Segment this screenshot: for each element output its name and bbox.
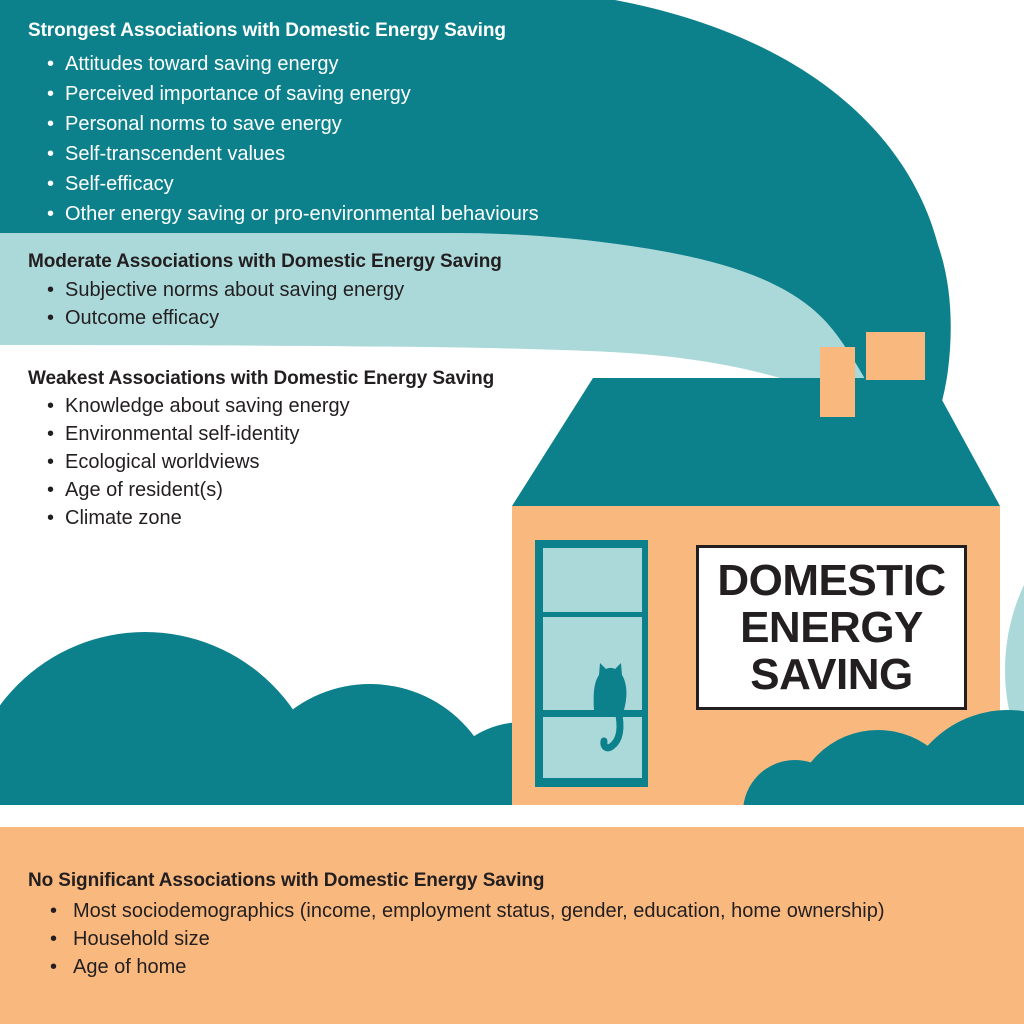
chimney-left	[820, 347, 855, 417]
list-item: Subjective norms about saving energy	[28, 276, 502, 304]
list-item: Climate zone	[28, 504, 494, 532]
house-roof	[512, 378, 1000, 506]
list-item: Age of home	[28, 953, 885, 981]
window-pane-middle	[543, 617, 642, 710]
list-item: Environmental self-identity	[28, 420, 494, 448]
house-sign-line: SAVING	[750, 650, 913, 699]
section-weakest: Weakest Associations with Domestic Energ…	[28, 366, 494, 532]
list-item: Attitudes toward saving energy	[28, 49, 539, 79]
list-item: Ecological worldviews	[28, 448, 494, 476]
section-no-significant-heading: No Significant Associations with Domesti…	[28, 870, 545, 891]
section-moderate-list: Subjective norms about saving energy Out…	[28, 276, 502, 332]
chimney-right	[866, 332, 925, 380]
list-item: Other energy saving or pro-environmental…	[28, 199, 539, 229]
list-item: Self-efficacy	[28, 169, 539, 199]
house-sign-line: DOMESTIC	[717, 556, 946, 605]
house-sign-line: ENERGY	[740, 603, 923, 652]
section-moderate: Moderate Associations with Domestic Ener…	[28, 249, 502, 332]
list-item: Most sociodemographics (income, employme…	[28, 897, 885, 925]
section-no-significant-list: Most sociodemographics (income, employme…	[28, 897, 885, 981]
list-item: Outcome efficacy	[28, 304, 502, 332]
list-item: Knowledge about saving energy	[28, 392, 494, 420]
section-strongest-heading: Strongest Associations with Domestic Ene…	[28, 20, 506, 41]
list-item: Self-transcendent values	[28, 139, 539, 169]
window-pane-bottom	[543, 717, 642, 778]
section-weakest-heading: Weakest Associations with Domestic Energ…	[28, 368, 495, 389]
window-pane-top	[543, 548, 642, 612]
section-strongest: Strongest Associations with Domestic Ene…	[28, 18, 539, 229]
section-strongest-list: Attitudes toward saving energy Perceived…	[28, 49, 539, 229]
house-sign: DOMESTIC ENERGY SAVING	[696, 545, 967, 710]
section-moderate-heading: Moderate Associations with Domestic Ener…	[28, 251, 502, 272]
list-item: Perceived importance of saving energy	[28, 79, 539, 109]
section-no-significant: No Significant Associations with Domesti…	[28, 868, 885, 981]
list-item: Age of resident(s)	[28, 476, 494, 504]
ground-strip	[0, 805, 1024, 827]
cat-silhouette	[593, 663, 627, 710]
section-no-significant-band: No Significant Associations with Domesti…	[0, 827, 1024, 1024]
section-weakest-list: Knowledge about saving energy Environmen…	[28, 392, 494, 532]
cat-tail	[600, 706, 624, 752]
list-item: Household size	[28, 925, 885, 953]
list-item: Personal norms to save energy	[28, 109, 539, 139]
